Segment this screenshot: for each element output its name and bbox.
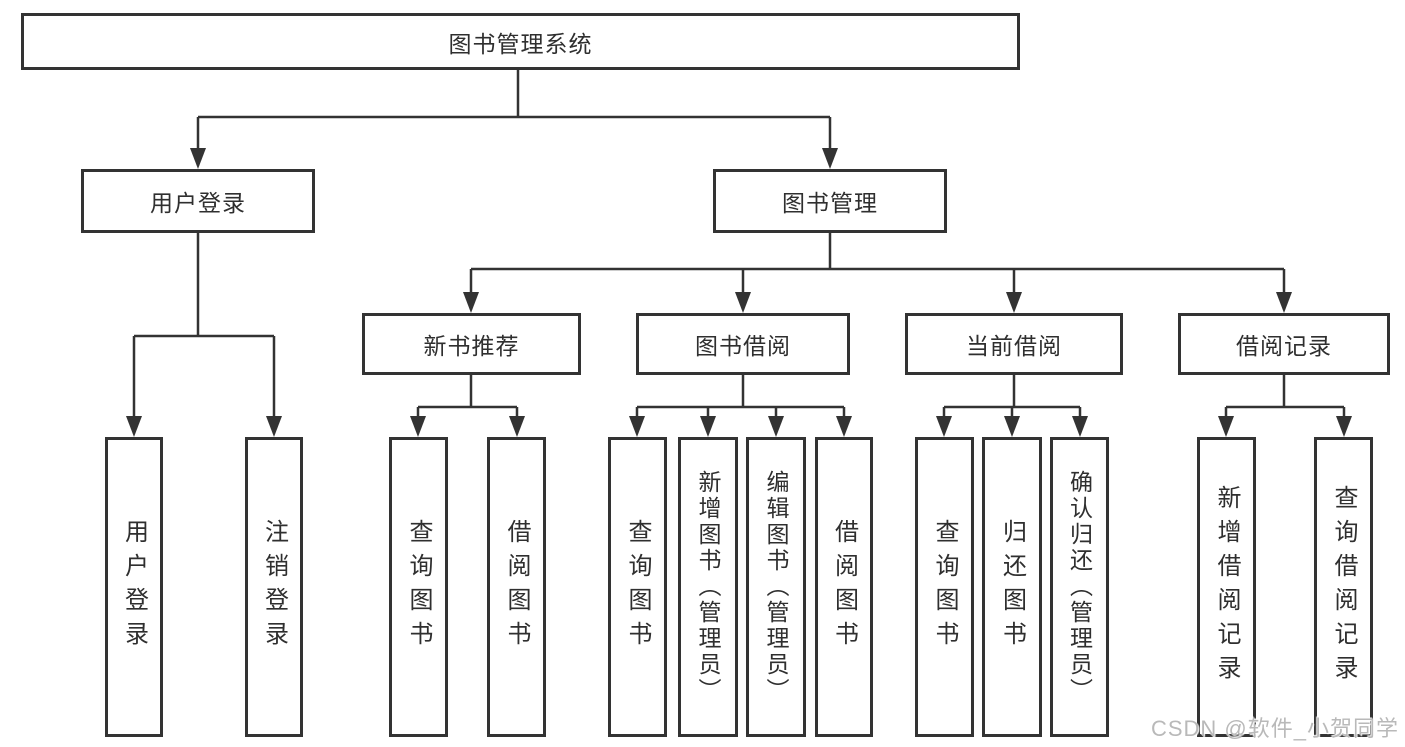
node-book-borrow: 图书借阅 (636, 313, 850, 375)
node-library-management-system: 图书管理系统 (21, 13, 1020, 70)
leaf-br-query-record: 查询借阅记录 (1314, 437, 1373, 737)
leaf-bb-borrow-book: 借阅图书 (815, 437, 873, 737)
node-current-borrow: 当前借阅 (905, 313, 1123, 375)
leaf-cb-query-book: 查询图书 (915, 437, 974, 737)
leaf-logout: 注销登录 (245, 437, 303, 737)
node-book-management-branch: 图书管理 (713, 169, 947, 233)
node-borrow-records: 借阅记录 (1178, 313, 1390, 375)
leaf-bb-query-book: 查询图书 (608, 437, 667, 737)
leaf-bb-edit-book-admin: 编辑图书（管理员） (746, 437, 806, 737)
leaf-nb-borrow-book: 借阅图书 (487, 437, 546, 737)
leaf-bb-add-book-admin: 新增图书（管理员） (678, 437, 738, 737)
leaf-br-add-record: 新增借阅记录 (1197, 437, 1256, 737)
leaf-cb-confirm-return-admin: 确认归还（管理员） (1050, 437, 1109, 737)
node-new-book-recommend: 新书推荐 (362, 313, 581, 375)
leaf-nb-query-book: 查询图书 (389, 437, 448, 737)
leaf-user-login: 用户登录 (105, 437, 163, 737)
node-user-login-branch: 用户登录 (81, 169, 315, 233)
leaf-cb-return-book: 归还图书 (982, 437, 1042, 737)
